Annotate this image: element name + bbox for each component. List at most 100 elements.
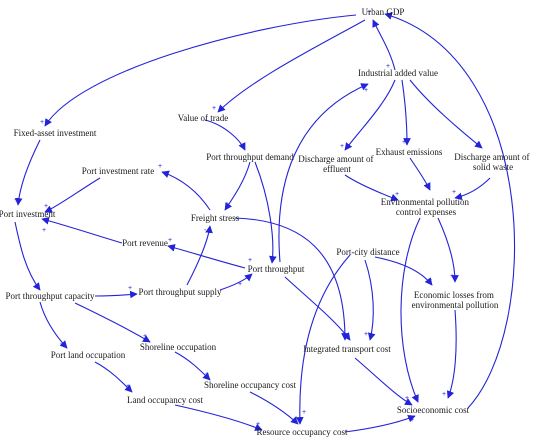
node-land-occupancy-cost: Land occupancy cost [127, 395, 203, 405]
node-shoreline-occupation: Shoreline occupation [140, 342, 217, 352]
node-port-throughput: Port throughput [248, 264, 305, 274]
node-discharge-effluent: Discharge amount of effluent [298, 154, 376, 174]
plus-sign: + [205, 371, 209, 378]
link-throughput-to-revenue [167, 244, 246, 269]
plus-sign: + [168, 237, 172, 244]
link-effluent-to-env-expenses [344, 174, 399, 202]
link-port-investment-to-capacity [14, 221, 41, 291]
link-transport-cost-to-socio [354, 357, 413, 406]
node-resource-occupancy-cost: Resource occupancy cost [257, 427, 348, 437]
plus-sign: + [450, 273, 454, 280]
link-revenue-to-port-investment [41, 217, 123, 244]
plus-sign: + [410, 417, 414, 424]
link-investment-rate-to-port-investment [44, 177, 101, 213]
link-economic-losses-to-socio [446, 309, 457, 399]
plus-sign: + [405, 395, 409, 402]
plus-sign: + [248, 257, 252, 264]
plus-sign: + [402, 139, 406, 146]
plus-sign: + [240, 143, 244, 150]
plus-sign: + [212, 105, 216, 112]
link-throughput-to-transport-cost [284, 276, 351, 341]
plus-sign: + [364, 87, 368, 94]
plus-sign: + [128, 285, 132, 292]
plus-sign: + [364, 331, 368, 338]
link-industrial-to-solid [409, 79, 483, 149]
minus-sign: - [204, 227, 207, 234]
node-env-pollution-control-expenses: Environmental pollution control expenses [381, 197, 472, 217]
node-port-investment: Port investment [0, 209, 56, 219]
link-socio-to-gdp [384, 12, 516, 409]
plus-sign: + [256, 421, 260, 428]
plus-sign: + [476, 141, 480, 148]
link-land-cost-to-resource-cost [174, 404, 263, 431]
link-freight-to-investment-rate [161, 170, 211, 211]
plus-sign: + [426, 183, 430, 190]
node-port-revenue: Port revenue [122, 238, 168, 248]
plus-sign: + [428, 277, 432, 284]
link-capacity-to-land [39, 301, 68, 349]
link-gdp-to-value-of-trade [217, 19, 366, 113]
link-env-expenses-to-socio [400, 217, 421, 403]
link-industrial-to-exhaust [401, 79, 411, 146]
causal-links [14, 12, 516, 433]
node-port-city-distance: Port-city distance [336, 247, 399, 257]
plus-sign: + [44, 203, 48, 210]
node-shoreline-occupancy-cost: Shoreline occupancy cost [204, 380, 296, 390]
link-env-expenses-to-economic-losses [437, 217, 459, 283]
link-distance-to-transport-cost [364, 259, 376, 341]
node-value-of-trade: Value of trade [178, 113, 228, 123]
node-discharge-solid-waste: Discharge amount of solid waste [454, 152, 532, 172]
plus-sign: + [386, 63, 390, 70]
link-land-to-land-cost [94, 361, 133, 393]
link-shoreline-cost-to-resource-cost [249, 391, 299, 425]
plus-sign: + [42, 227, 46, 234]
plus-sign: + [340, 143, 344, 150]
node-urban-gdp: Urban GDP [362, 7, 405, 17]
link-supply-to-freight [186, 225, 213, 286]
node-port-land-occupation: Port land occupation [51, 350, 126, 360]
link-shoreline-to-shoreline-cost [174, 351, 211, 381]
plus-sign: + [367, 9, 371, 16]
node-port-throughput-capacity: Port throughput capacity [6, 291, 95, 301]
link-industrial-to-gdp [372, 19, 396, 71]
plus-sign: + [442, 391, 446, 398]
node-socioeconomic-cost: Socioeconomic cost [397, 405, 470, 415]
link-value-trade-to-demand [204, 119, 246, 151]
link-demand-to-throughput [254, 161, 277, 264]
plus-sign: + [40, 119, 44, 126]
plus-sign: + [343, 331, 347, 338]
plus-sign: + [238, 281, 242, 288]
link-exhaust-to-env-expenses [409, 157, 431, 191]
plus-sign: + [126, 383, 130, 390]
link-distance-to-resource-cost [295, 254, 351, 425]
link-capacity-to-shoreline [74, 302, 151, 343]
link-capacity-to-supply [94, 290, 138, 299]
link-gdp-to-fixed-asset [44, 14, 357, 127]
node-industrial-added-value: Industrial added value [358, 68, 438, 78]
node-exhaust-emissions: Exhaust emissions [376, 147, 443, 157]
plus-sign: + [302, 409, 306, 416]
link-distance-to-economic-losses [374, 256, 433, 286]
link-solid-to-env-expenses [454, 177, 491, 201]
link-freight-to-transport-cost [234, 217, 349, 341]
node-fixed-asset-investment: Fixed-asset investment [14, 128, 97, 138]
plus-sign: + [225, 201, 229, 208]
node-integrated-transport-cost: Integrated transport cost [303, 344, 391, 354]
link-resource-cost-to-socio [344, 414, 416, 433]
link-fixed-asset-to-port-investment [14, 139, 41, 206]
node-economic-losses: Economic losses from environmental pollu… [412, 290, 499, 310]
plus-sign: + [143, 333, 147, 340]
link-supply-to-throughput [219, 273, 253, 291]
node-port-throughput-demand: Port throughput demand [206, 152, 294, 162]
plus-sign: + [452, 189, 456, 196]
link-demand-to-freight [224, 161, 251, 211]
node-port-throughput-supply: Port throughput supply [138, 287, 222, 297]
plus-sign: + [36, 283, 40, 290]
plus-sign: + [294, 415, 298, 422]
plus-sign: + [158, 163, 162, 170]
plus-sign: + [14, 197, 18, 204]
node-port-investment-rate: Port investment rate [82, 166, 154, 176]
variable-nodes: Urban GDP Industrial added value Fixed-a… [0, 7, 532, 437]
link-industrial-to-effluent [344, 79, 396, 151]
